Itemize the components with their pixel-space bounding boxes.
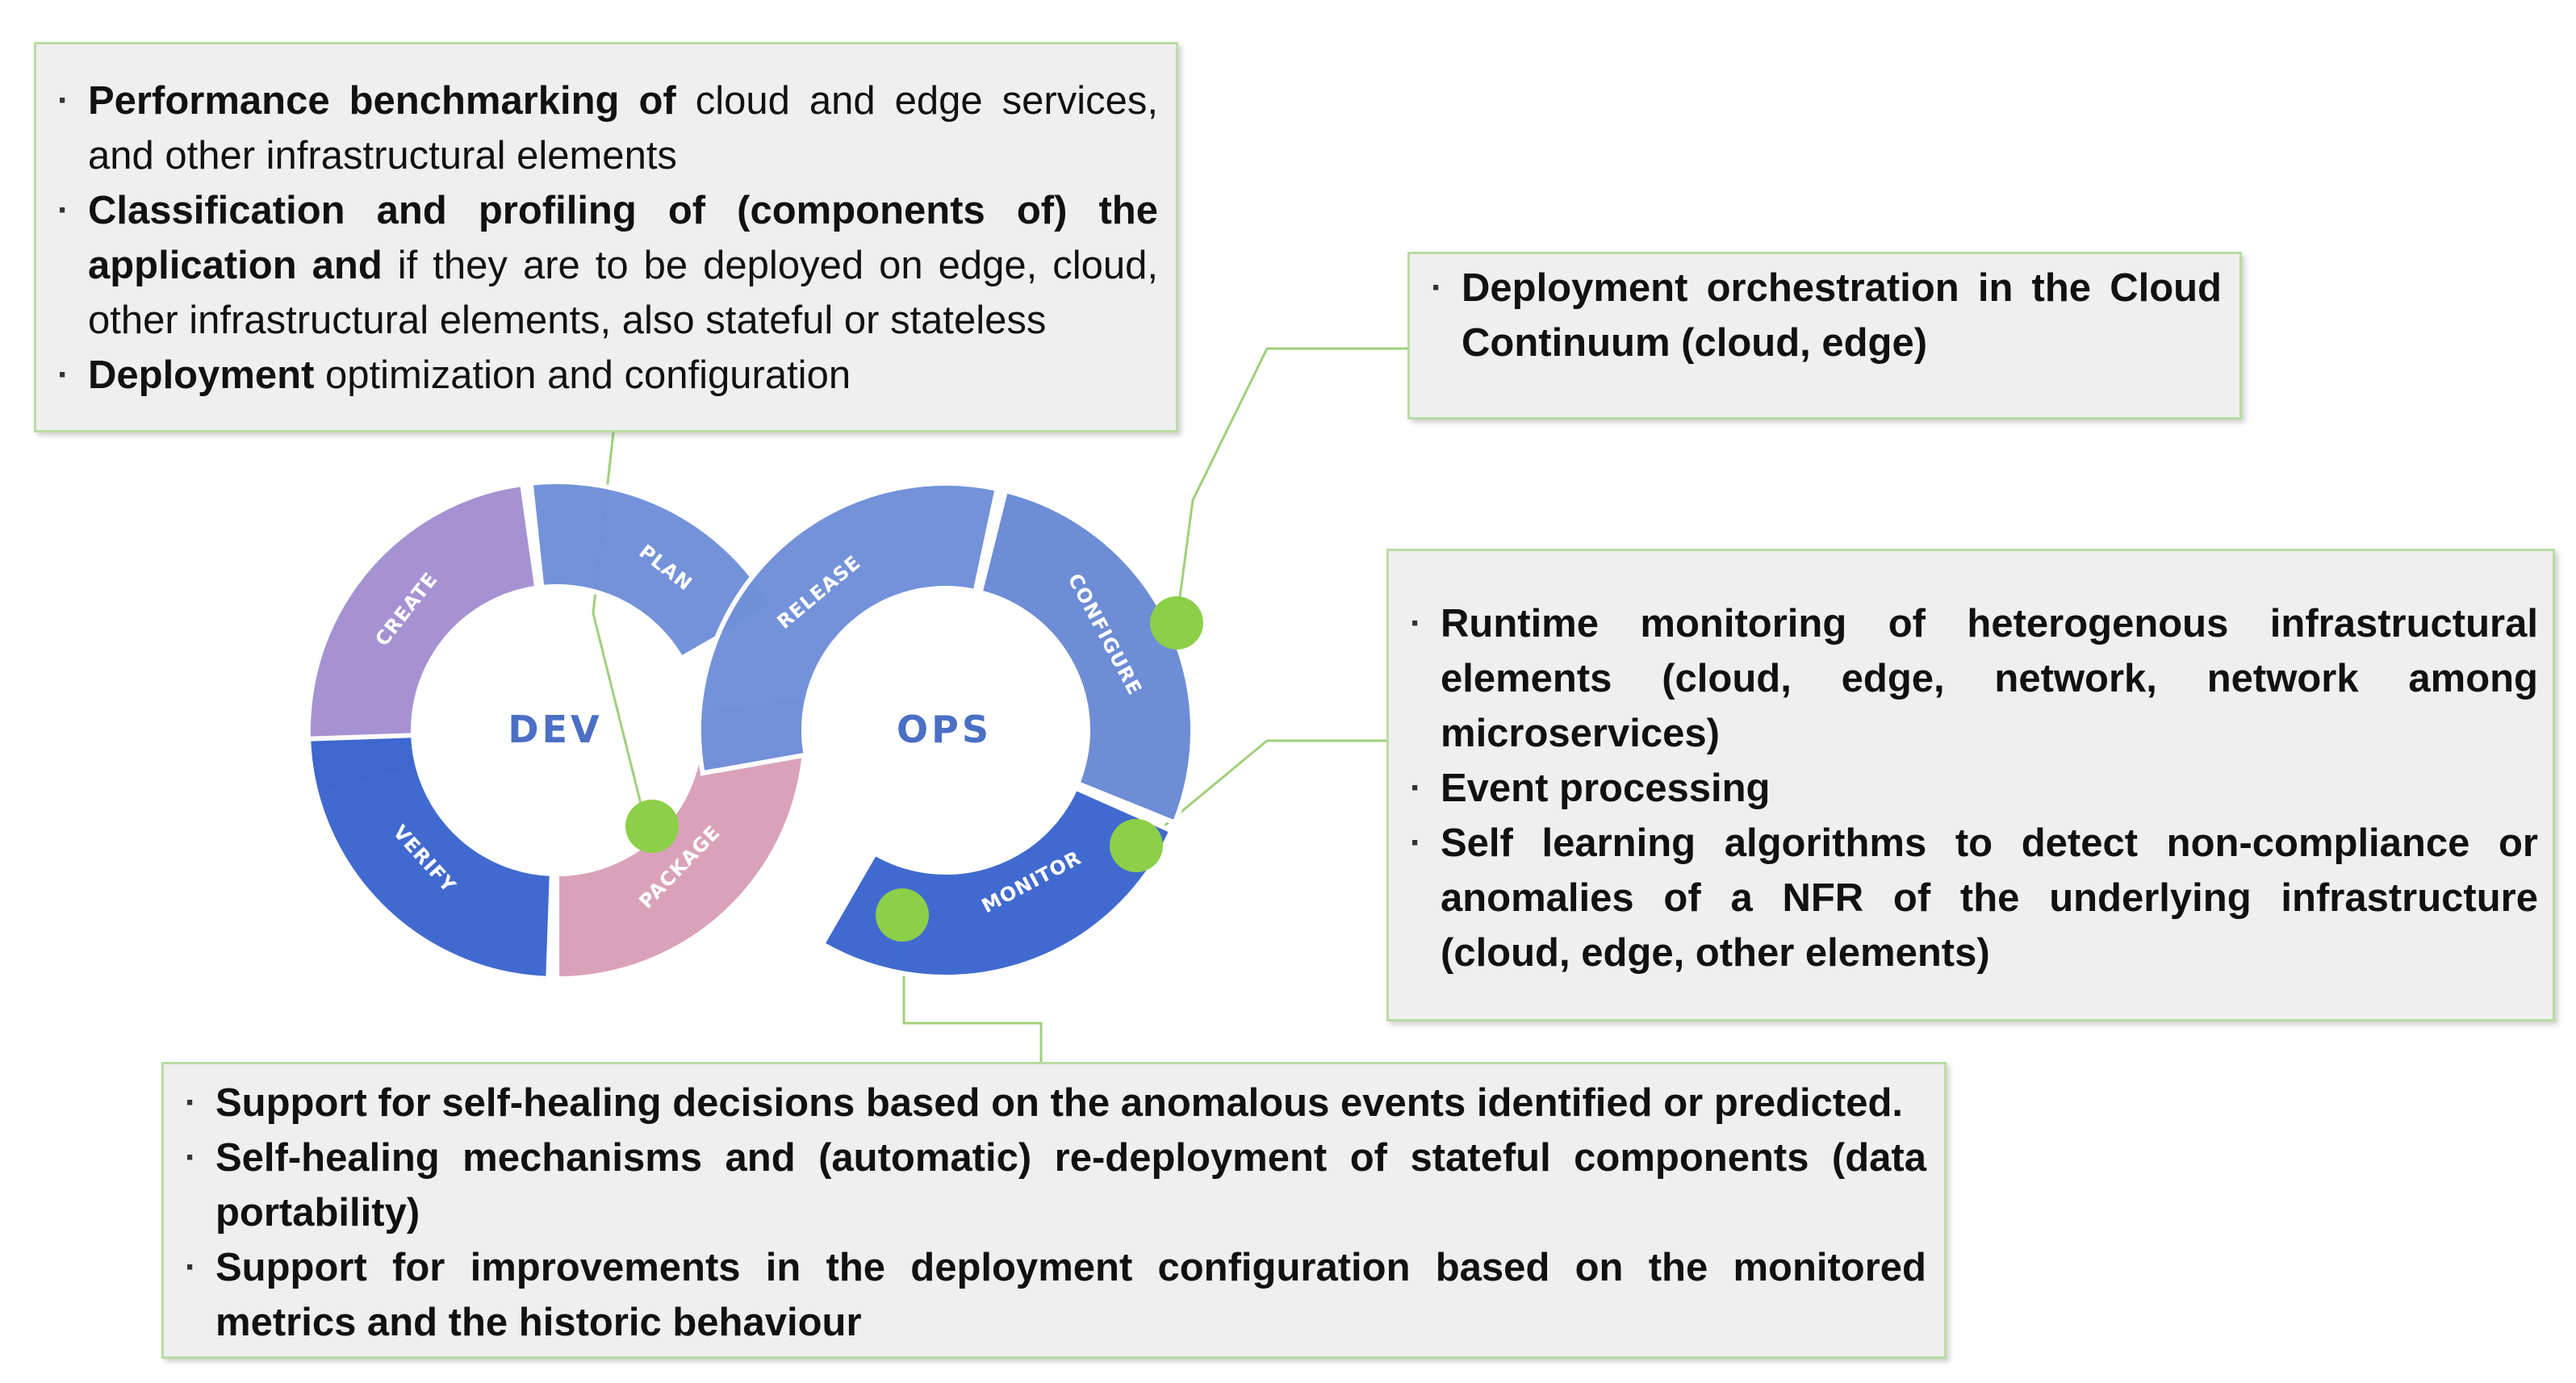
segment-monitor [818, 784, 1175, 980]
dev-capabilities-list: Performance benchmarking of cloud and ed… [51, 73, 1158, 403]
list-item-text: optimization and configuration [314, 353, 851, 397]
list-item: Support for improvements in the deployme… [178, 1240, 1926, 1350]
marker-dot-package [625, 800, 679, 853]
connector-runtime [1153, 739, 1386, 836]
ops-label: OPS [897, 708, 992, 751]
dev-ring [306, 479, 808, 982]
list-item-bold: Classification and profiling of (compone… [88, 189, 1158, 287]
list-item: Deployment orchestration in the Cloud Co… [1424, 261, 2222, 370]
dev-label: DEV [508, 708, 602, 751]
deployment-orchestration-box: Deployment orchestration in the Cloud Co… [1407, 252, 2242, 420]
list-item: Classification and profiling of (compone… [51, 183, 1158, 348]
segment-release [696, 481, 1001, 776]
list-item: Deployment optimization and configuratio… [51, 348, 1158, 403]
list-item: Support for self-healing decisions based… [178, 1076, 1926, 1130]
connector-deploy [1175, 347, 1407, 622]
list-item: Event processing [1403, 761, 2538, 816]
list-item-bold: Performance benchmarking of [88, 79, 676, 123]
deployment-list: Deployment orchestration in the Cloud Co… [1424, 261, 2222, 370]
self-healing-box: Support for self-healing decisions based… [161, 1062, 1947, 1359]
segment-configure [976, 487, 1195, 826]
list-item: Performance benchmarking of cloud and ed… [51, 73, 1158, 183]
list-item-bold: Deployment [88, 353, 315, 397]
list-item-text: if they are to be deployed on edge, clou… [88, 244, 1158, 342]
segment-create [306, 481, 540, 798]
healing-list: Support for self-healing decisions based… [178, 1076, 1926, 1350]
runtime-list: Runtime monitoring of heterogenous infra… [1403, 596, 2538, 980]
list-item-text: cloud and edge services, and other infra… [88, 79, 1158, 178]
marker-dot-monitor [1110, 819, 1163, 872]
list-item: Runtime monitoring of heterogenous infra… [1403, 596, 2538, 761]
segment-verify [306, 733, 554, 981]
dev-capabilities-box: Performance benchmarking of cloud and ed… [34, 42, 1178, 432]
marker-dot-configure [1150, 596, 1203, 650]
list-item: Self learning algorithms to detect non-c… [1403, 816, 2538, 980]
marker-dots [625, 596, 1203, 942]
runtime-monitoring-box: Runtime monitoring of heterogenous infra… [1386, 549, 2555, 1022]
marker-dot-release-bottom [876, 888, 929, 942]
ops-ring [696, 481, 1195, 980]
list-item: Self-healing mechanisms and (automatic) … [178, 1130, 1926, 1240]
